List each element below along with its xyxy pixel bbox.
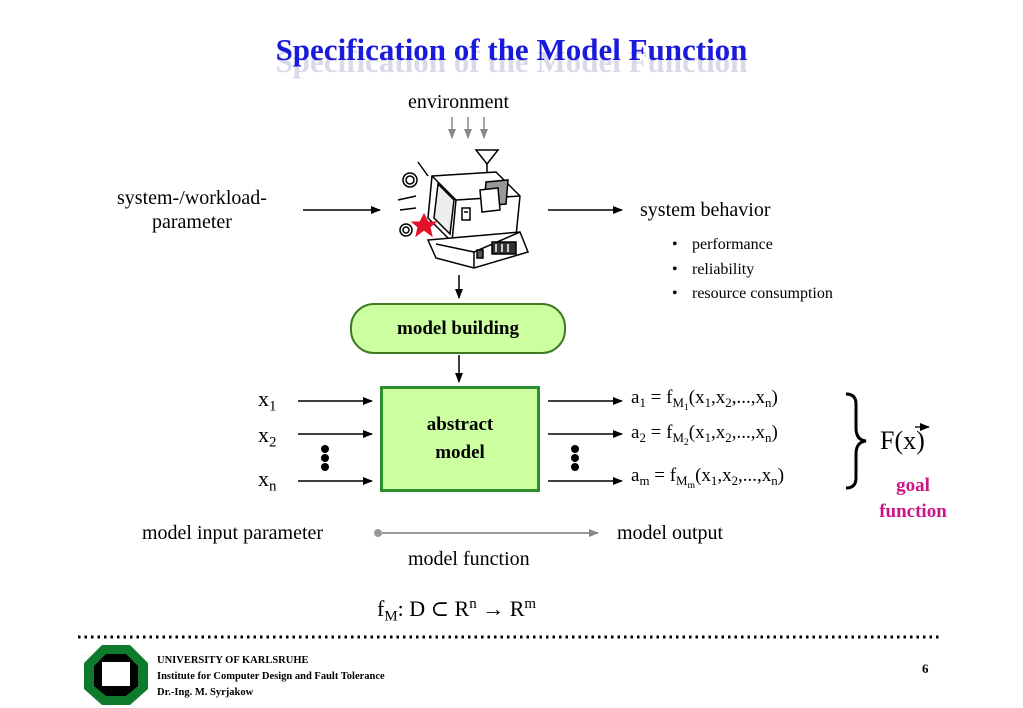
list-item: •reliability bbox=[672, 260, 755, 278]
abstract-model-line2: model bbox=[435, 442, 485, 463]
list-item: •performance bbox=[672, 236, 773, 253]
footer-line2: Institute for Computer Design and Fault … bbox=[157, 671, 385, 682]
model-function-formula: fM: D ⊂ Rn → Rm bbox=[377, 596, 537, 625]
model-input-parameter-label: model input parameter bbox=[142, 522, 324, 544]
output-ellipsis-dots bbox=[571, 445, 579, 471]
model-function-label: model function bbox=[408, 548, 530, 570]
output-arrows bbox=[548, 397, 623, 485]
goal-function-label: goal function bbox=[858, 473, 968, 525]
output-a1: a1 = fM1(x1,x2,...,xn) bbox=[631, 387, 778, 413]
model-output-label: model output bbox=[617, 522, 724, 544]
footer-institution: UNIVERSITY OF KARLSRUHE Institute for Co… bbox=[157, 653, 385, 701]
page-number: 6 bbox=[922, 661, 929, 676]
environment-label: environment bbox=[408, 91, 510, 113]
behavior-list: •performance •reliability •resource cons… bbox=[672, 233, 833, 307]
university-logo-icon bbox=[84, 645, 148, 705]
goal-line2: function bbox=[879, 501, 947, 522]
input-x1: x1 bbox=[258, 386, 277, 415]
abstract-model-box: abstract model bbox=[380, 386, 540, 492]
output-a2: a2 = fM2(x1,x2,...,xn) bbox=[631, 422, 778, 448]
input-x2: x2 bbox=[258, 422, 277, 451]
footer-line3: Dr.-Ing. M. Syrjakow bbox=[157, 687, 254, 698]
system-workload-parameter-label: system-/workload- parameter bbox=[98, 186, 286, 234]
title-text: Specification of the Model Function bbox=[275, 32, 748, 67]
abstract-model-line1: abstract bbox=[426, 414, 494, 435]
input-arrows bbox=[298, 397, 373, 485]
input-ellipsis-dots bbox=[321, 445, 329, 471]
goal-function-formula: F(x) bbox=[880, 426, 925, 455]
system-param-line1: system-/workload- bbox=[117, 187, 267, 209]
model-building-box: model building bbox=[350, 303, 566, 354]
computer-icon bbox=[397, 149, 530, 269]
curly-brace bbox=[845, 392, 867, 490]
system-behavior-label: system behavior bbox=[640, 199, 771, 221]
goal-line1: goal bbox=[896, 475, 930, 496]
output-am: am = fMm(x1,x2,...,xn) bbox=[631, 465, 785, 491]
input-xn: xn bbox=[258, 466, 277, 495]
model-function-arrow bbox=[374, 529, 599, 537]
list-item: •resource consumption bbox=[672, 285, 833, 302]
environment-arrows bbox=[448, 117, 488, 139]
system-param-line2: parameter bbox=[152, 211, 232, 233]
title-shadow: Specification of the Model Function bbox=[275, 44, 748, 79]
footer-line1: UNIVERSITY OF KARLSRUHE bbox=[157, 655, 309, 666]
slide-title: Specification of the Model Function Spec… bbox=[0, 32, 1023, 80]
